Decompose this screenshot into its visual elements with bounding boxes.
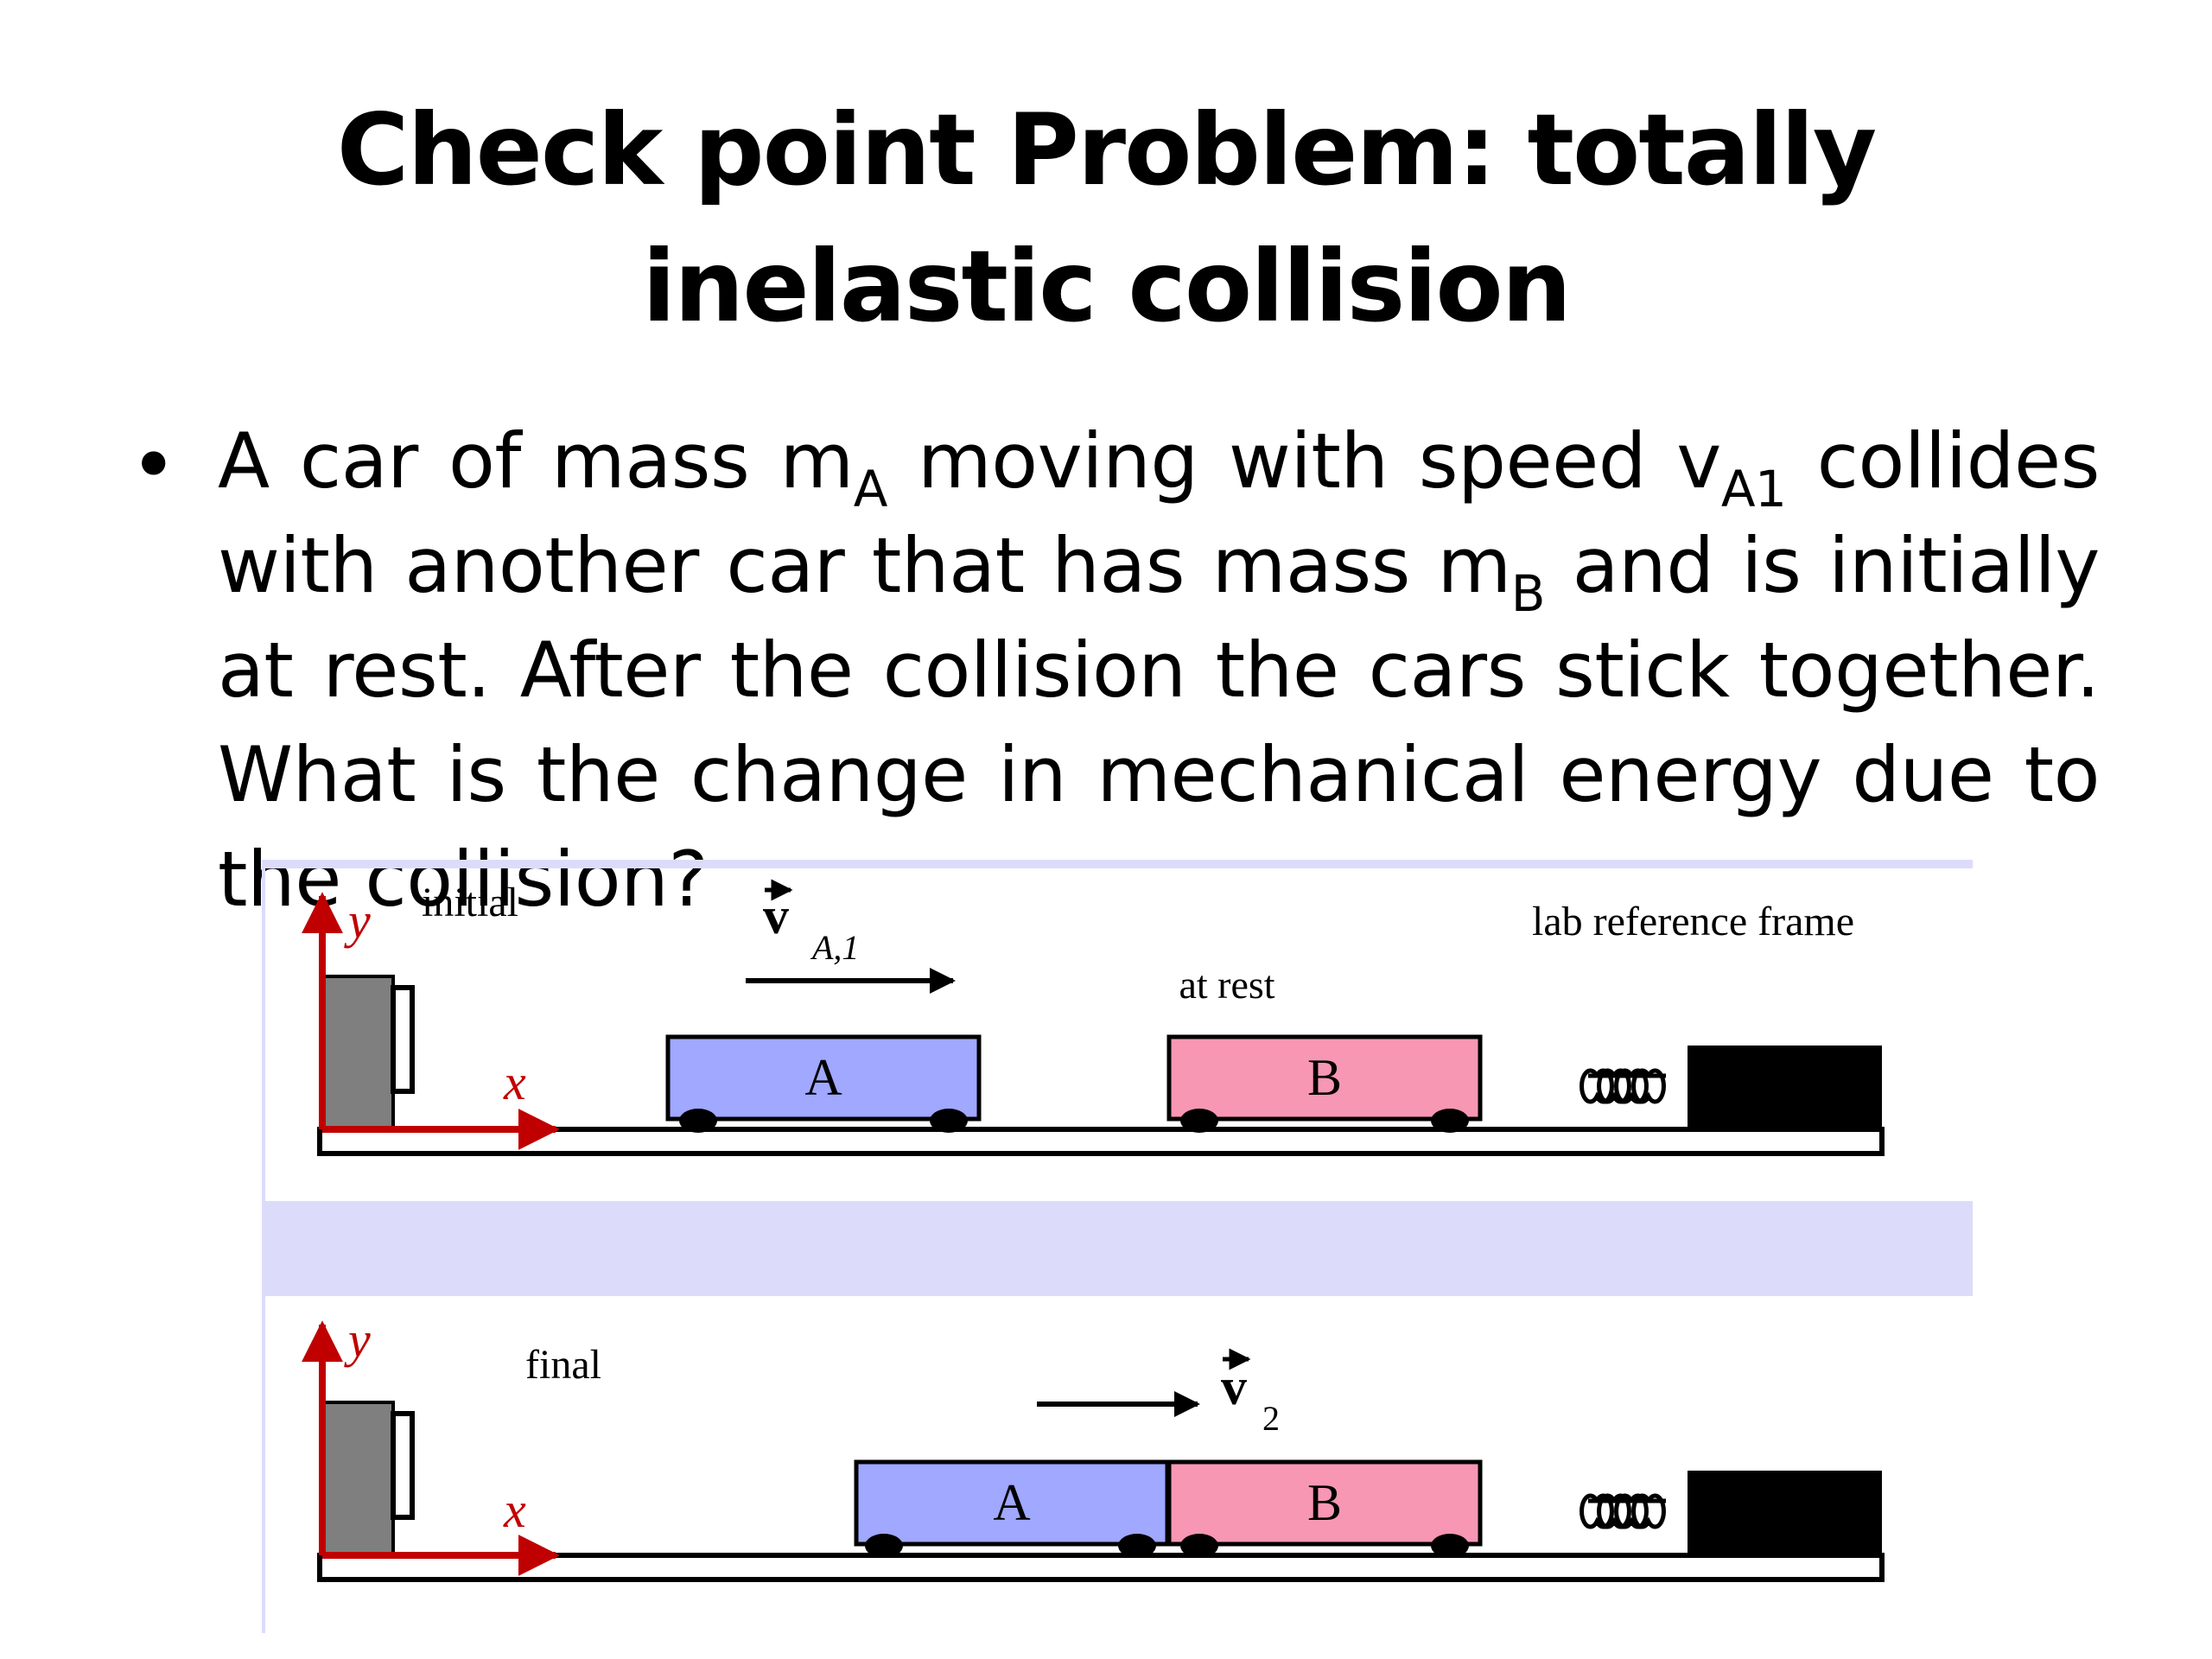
velocity-subscript-final: 2 [1262,1399,1280,1438]
final-label: final [525,1342,601,1388]
problem-part-1: A car of mass m [218,416,854,505]
spring-final [1580,1493,1666,1529]
at-rest-label: at rest [1179,963,1274,1007]
spring-initial [1580,1068,1666,1104]
problem-part-4: and is initially at rest. After the coll… [218,521,2101,924]
velocity-symbol-final: v [1221,1358,1247,1415]
wheel [679,1109,717,1133]
subscript-a: A [853,460,888,518]
wheel [1431,1109,1469,1133]
post-initial [321,975,395,1131]
bullet-point: • [130,419,178,513]
post-bumper-initial [391,985,415,1094]
car-b-label-initial: B [1307,1049,1342,1106]
wheel [930,1109,968,1133]
car-b-initial [1166,1034,1483,1122]
car-b-label-final: B [1307,1474,1342,1531]
top-band [262,860,1973,868]
car-a-label-initial: A [804,1049,842,1106]
lab-frame-label: lab reference frame [1532,899,1854,944]
wall-block-initial [1688,1046,1882,1129]
velocity-subscript-initial: A,1 [810,928,859,967]
title-line-2: inelastic collision [642,229,1572,344]
velocity-symbol-initial: v [763,887,789,944]
wall-block-final [1688,1471,1882,1555]
wheel [865,1534,903,1558]
track-final [317,1553,1885,1582]
middle-band [262,1201,1973,1296]
final-panel: y x final v 2 A B [302,1312,1885,1582]
car-a-label-final: A [993,1474,1030,1531]
car-a-initial [665,1034,982,1122]
wheel [1180,1109,1218,1133]
post-bumper-final [391,1411,415,1520]
wheel [1180,1534,1218,1558]
x-label-initial: x [503,1054,526,1110]
wheel [1118,1534,1156,1558]
collision-diagram: y x initial lab reference frame v A,1 A … [262,860,1973,1637]
y-label-final: y [344,1312,371,1368]
x-label-final: x [503,1482,526,1538]
car-b-final [1166,1459,1483,1547]
subscript-a1: A1 [1720,460,1787,518]
wheel [1431,1534,1469,1558]
track-initial [317,1127,1885,1156]
slide-title: Check point Problem: totally inelastic c… [0,82,2212,355]
initial-panel: y x initial lab reference frame v A,1 A … [302,879,1885,1156]
subscript-b: B [1510,564,1546,623]
problem-part-2: moving with speed v [887,416,1721,505]
problem-part-3: collides with another car that has mass … [218,416,2101,610]
post-final [321,1401,395,1557]
car-a-final [854,1459,1170,1547]
y-label-initial: y [344,893,371,949]
initial-label: initial [422,880,518,925]
title-line-1: Check point Problem: totally [336,92,1877,207]
problem-text: A car of mass mA moving with speed vA1 c… [218,409,2101,931]
